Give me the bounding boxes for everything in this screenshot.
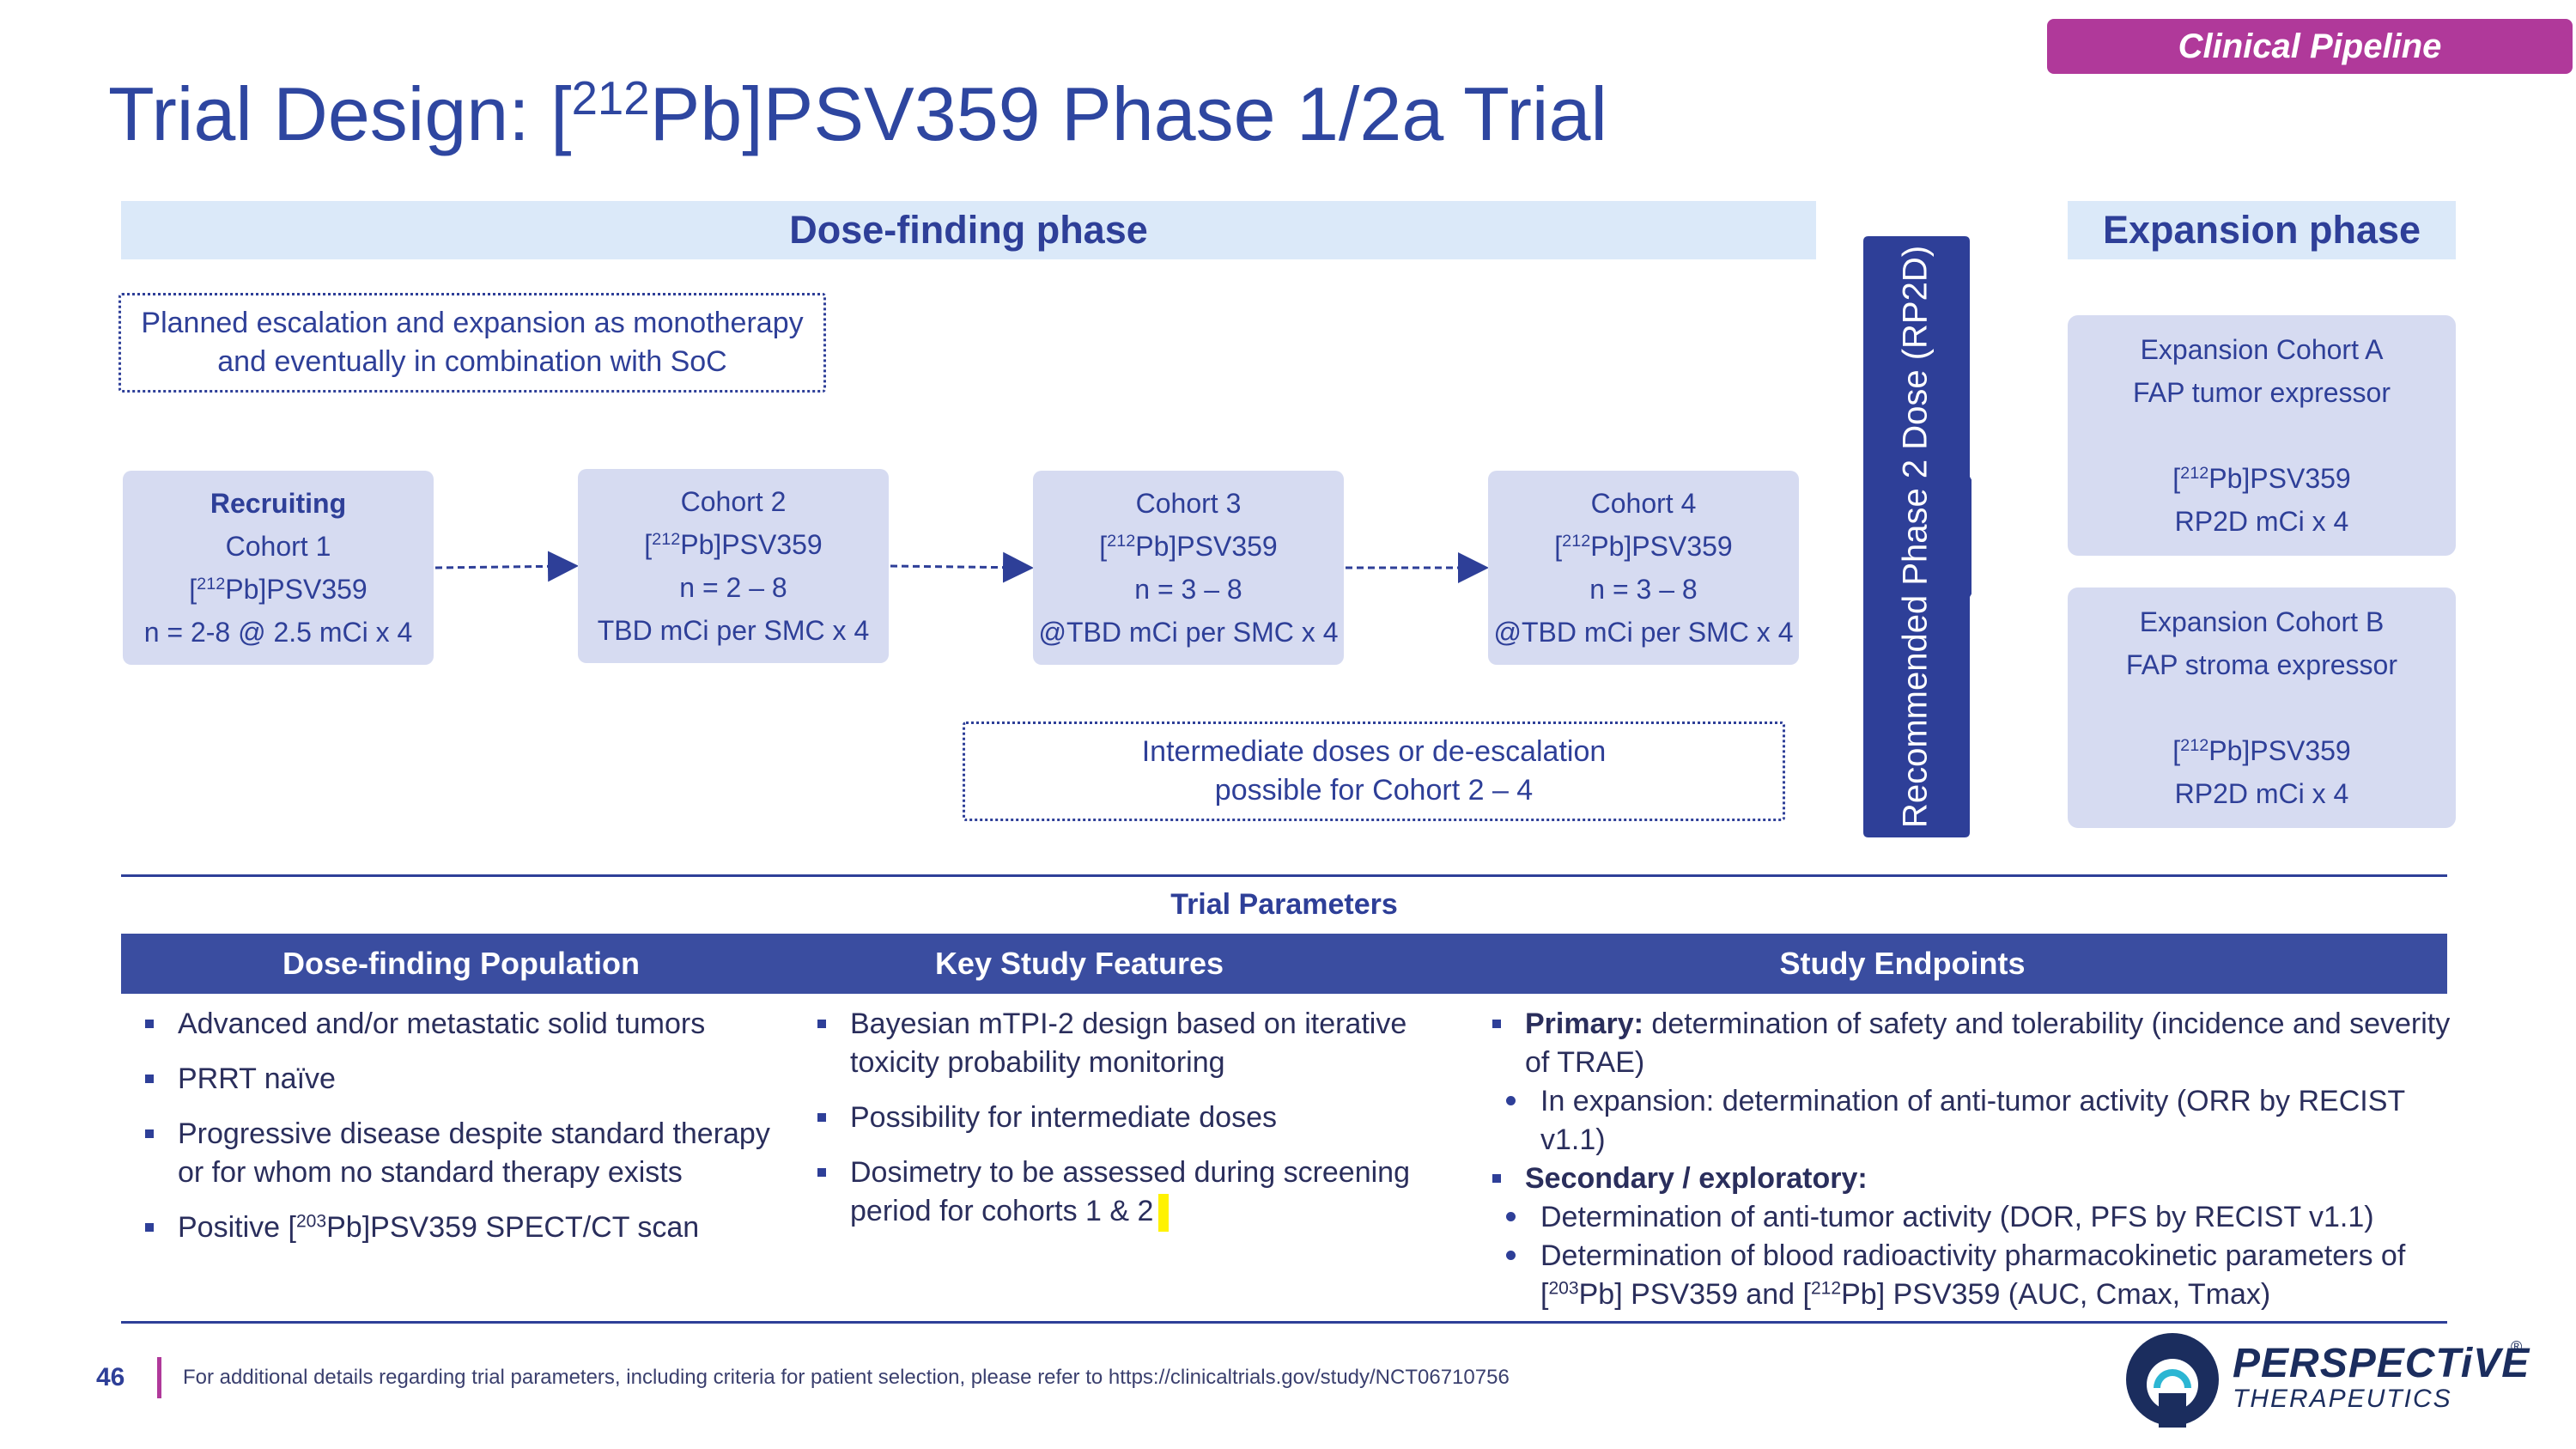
list-item: Progressive disease despite standard the…	[121, 1115, 799, 1192]
expansion-cohort-a-box: Expansion Cohort A FAP tumor expressor […	[2068, 315, 2456, 556]
population-list: Advanced and/or metastatic solid tumors …	[121, 1005, 799, 1263]
header-features: Key Study Features	[934, 946, 1224, 981]
footer-note: For additional details regarding trial p…	[183, 1366, 1510, 1389]
divider-top	[121, 874, 2447, 877]
rp2d-arrow: Recommended Phase 2 Dose (RP2D)	[1860, 236, 1971, 837]
planned-escalation-note: Planned escalation and expansion as mono…	[118, 293, 826, 393]
page-title: Trial Design: [212Pb]PSV359 Phase 1/2a T…	[108, 71, 1607, 156]
logo-subtitle: THERAPEUTICS	[2233, 1385, 2452, 1413]
list-item: Dosimetry to be assessed during screenin…	[793, 1154, 1446, 1233]
page-number: 46	[96, 1363, 125, 1391]
parameters-header-bar: Dose-finding Population Key Study Featur…	[121, 934, 2447, 994]
features-list: Bayesian mTPI-2 design based on iterativ…	[793, 1005, 1446, 1248]
cohort-4-box: Cohort 4 [212Pb]PSV359 n = 3 – 8 @TBD mC…	[1488, 471, 1799, 665]
cohort-1-box: Recruiting Cohort 1 [212Pb]PSV359 n = 2-…	[123, 471, 434, 665]
logo-registered-mark: ®	[2511, 1338, 2523, 1355]
sub-list-item: In expansion: determination of anti-tumo…	[1468, 1082, 2456, 1160]
expansion-phase-band: Expansion phase	[2068, 201, 2456, 259]
arrow-cohort2-to-cohort3	[890, 551, 1034, 583]
cohort-3-box: Cohort 3 [212Pb]PSV359 n = 3 – 8 @TBD mC…	[1033, 471, 1344, 665]
header-endpoints: Study Endpoints	[1779, 946, 2026, 981]
intermediate-doses-note: Intermediate doses or de-escalation poss…	[963, 721, 1785, 821]
sub-list-item: Determination of blood radioactivity pha…	[1468, 1237, 2456, 1314]
endpoints-list: Primary: determination of safety and tol…	[1468, 1005, 2456, 1314]
highlight-marker	[1158, 1194, 1170, 1233]
expansion-cohort-b-box: Expansion Cohort B FAP stroma expressor …	[2068, 588, 2456, 828]
perspective-logo-icon	[2126, 1333, 2219, 1428]
header-population: Dose-finding Population	[283, 946, 640, 981]
rp2d-arrow-shape	[1863, 236, 1971, 837]
dose-finding-phase-band: Dose-finding phase	[121, 201, 1816, 259]
footer-divider	[157, 1357, 161, 1398]
recruiting-label: Recruiting	[210, 488, 347, 519]
list-item: Primary: determination of safety and tol…	[1468, 1005, 2456, 1082]
section-tag: Clinical Pipeline	[2047, 19, 2573, 74]
logo-wordmark: PERSPECTiVE	[2233, 1341, 2530, 1386]
sub-list-item: Determination of anti-tumor activity (DO…	[1468, 1198, 2456, 1237]
arrow-cohort1-to-cohort2	[434, 551, 579, 582]
list-item: Possibility for intermediate doses	[793, 1099, 1446, 1137]
divider-bottom	[121, 1321, 2447, 1324]
list-item: PRRT naïve	[121, 1060, 799, 1099]
cohort-2-box: Cohort 2 [212Pb]PSV359 n = 2 – 8 TBD mCi…	[578, 469, 889, 663]
list-item: Advanced and/or metastatic solid tumors	[121, 1005, 799, 1044]
rp2d-label: Recommended Phase 2 Dose (RP2D)	[1896, 245, 1935, 829]
trial-parameters-title: Trial Parameters	[1170, 888, 1398, 921]
list-item: Positive [203Pb]PSV359 SPECT/CT scan	[121, 1209, 799, 1247]
list-item: Secondary / exploratory:	[1468, 1160, 2456, 1198]
list-item: Bayesian mTPI-2 design based on iterativ…	[793, 1005, 1446, 1082]
